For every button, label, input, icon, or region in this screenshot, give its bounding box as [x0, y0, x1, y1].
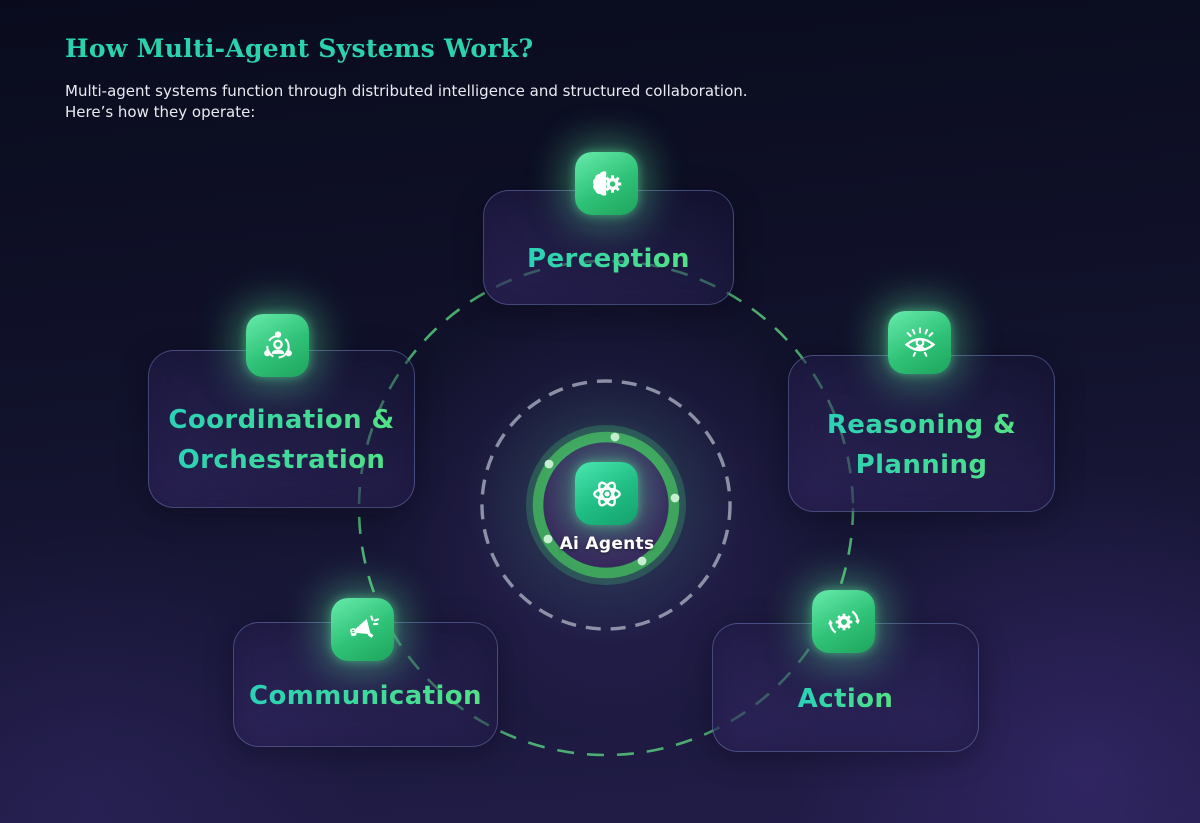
card-reasoning-label-line2: Planning [855, 449, 988, 480]
network-share-icon [246, 314, 309, 377]
card-reasoning-label: Reasoning & Planning [827, 383, 1016, 485]
card-reasoning-label-line1: Reasoning & [826, 409, 1017, 440]
card-communication-label: Communication [249, 654, 482, 716]
header: How Multi-Agent Systems Work? Multi-agen… [65, 34, 825, 123]
card-coordination-label-line2: Orchestration [177, 445, 386, 475]
card-coordination-label-line1: Coordination & [168, 405, 395, 435]
subtitle-line-1: Multi-agent systems function through dis… [65, 82, 748, 100]
megaphone-icon [331, 598, 394, 661]
hub-label: Ai Agents [559, 534, 655, 554]
card-reasoning-planning: Reasoning & Planning [788, 355, 1055, 512]
gear-arrows-icon [812, 590, 875, 653]
atom-icon [575, 462, 638, 525]
page-title: How Multi-Agent Systems Work? [65, 34, 534, 63]
eye-insight-icon [888, 311, 951, 374]
page-subtitle: Multi-agent systems function through dis… [65, 81, 825, 123]
card-coordination-label: Coordination & Orchestration [168, 378, 394, 480]
brain-gear-icon [575, 152, 638, 215]
card-action-label: Action [798, 657, 894, 719]
card-perception-label: Perception [527, 217, 690, 279]
subtitle-line-2: Here’s how they operate: [65, 103, 256, 121]
